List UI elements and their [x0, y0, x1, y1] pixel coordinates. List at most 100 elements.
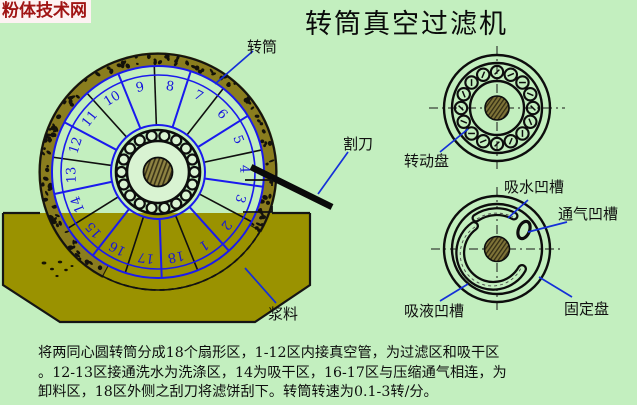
label-water-groove: 吸水凹槽	[504, 178, 565, 196]
cake-speckle	[257, 119, 261, 123]
disc-bolt-mark	[528, 118, 533, 126]
leader-drum	[214, 50, 254, 85]
sector-divider	[67, 196, 119, 229]
drum-sectors	[52, 66, 264, 278]
cake-speckle	[48, 128, 52, 131]
sector-divider	[188, 206, 230, 252]
disc-bolt-mark	[460, 119, 468, 124]
cake-speckle	[263, 144, 267, 148]
cake-speckle	[52, 217, 57, 223]
sector-divider	[197, 114, 249, 148]
hub-bearing-ball	[186, 153, 199, 166]
sector-number: 12	[67, 135, 86, 155]
cake-speckle	[261, 129, 266, 134]
hub-bearing-ball	[123, 189, 137, 202]
disc-bolt	[515, 75, 530, 90]
hub-bearing-ball	[179, 142, 193, 155]
cake-speckle	[72, 239, 75, 245]
disc-bolt-mark	[508, 137, 513, 145]
sector-divider	[174, 215, 199, 271]
cake-speckle	[226, 82, 231, 86]
leader-air-groove	[527, 221, 568, 233]
cake-speckle	[67, 96, 74, 100]
hub-bearing-ball	[188, 165, 201, 179]
cake-speckle	[254, 226, 259, 230]
sector-divider	[117, 73, 142, 129]
page-title: 转筒真空过滤机	[305, 9, 508, 40]
cake-speckle	[41, 183, 45, 187]
cake-speckle	[153, 58, 157, 62]
cake-speckle	[200, 68, 205, 73]
label-blade: 割刀	[343, 135, 374, 153]
cake-speckle	[44, 190, 49, 196]
cake-speckle	[116, 63, 122, 68]
disc-bolt-mark	[458, 105, 464, 111]
hub-bearing-ball	[179, 189, 193, 202]
hub-bearing-ball	[145, 129, 158, 143]
disc-bolt	[503, 67, 519, 82]
cake-speckle	[50, 132, 56, 138]
leader-water-groove	[507, 199, 529, 219]
leader-liquid-groove	[439, 283, 469, 302]
site-watermark: 粉体技术网	[0, 0, 91, 23]
disc-bolt	[515, 126, 530, 141]
cake-speckle	[209, 68, 214, 74]
cake-speckle	[243, 97, 249, 103]
sector-divider	[124, 216, 145, 274]
slurry-particles	[41, 260, 74, 278]
leader-slurry	[244, 267, 277, 304]
cake-speckle	[125, 63, 131, 69]
hub-bearing-ball	[145, 201, 158, 215]
cake-speckle	[46, 150, 52, 155]
disc-bolt	[523, 86, 538, 102]
cake-speckle	[74, 252, 81, 258]
cake-speckle	[47, 137, 53, 143]
disc-bolt	[503, 134, 519, 149]
cake-speckle	[56, 114, 62, 120]
disc-bolt	[489, 136, 505, 152]
disc-bolt-mark	[479, 139, 487, 144]
cake-speckle	[69, 246, 75, 250]
sector-divider	[91, 208, 130, 257]
disc-bolt-mark	[494, 69, 500, 75]
disc-bolt	[456, 86, 471, 102]
cake-speckle	[46, 164, 49, 168]
sector-divider	[153, 66, 158, 126]
drum-outer-dashed	[102, 230, 261, 291]
cake-speckle	[97, 265, 103, 271]
label-fixed-disc: 固定盘	[564, 300, 610, 318]
disc-bolt	[489, 64, 505, 80]
sector-divider	[86, 92, 128, 138]
disc-bolt-mark	[526, 92, 534, 97]
cake-speckle	[42, 176, 49, 181]
cake-speckle	[54, 214, 60, 218]
sector-divider	[199, 193, 252, 223]
cake-speckle	[75, 94, 80, 99]
cake-speckle	[174, 58, 179, 64]
label-rotating-disc: 转动盘	[404, 152, 450, 170]
sector-divider	[186, 87, 224, 136]
cake-speckle	[88, 260, 93, 265]
cake-speckle	[194, 65, 200, 71]
cake-speckle	[45, 167, 50, 173]
cake-speckle	[185, 60, 190, 66]
disc-bolt	[525, 100, 541, 116]
drum-hub	[114, 128, 202, 216]
sector-number: 18	[166, 247, 185, 265]
disc-bolt	[464, 126, 479, 141]
cake-speckle	[164, 54, 170, 59]
disc-bolt	[475, 67, 491, 82]
hub-bearing-ball	[133, 197, 146, 210]
hub-bearing-ball	[117, 153, 130, 166]
disc-bolt	[456, 114, 471, 130]
disc-bolt	[475, 134, 491, 149]
sector-divider	[63, 121, 117, 151]
cake-speckle	[267, 140, 273, 146]
drum-support-marks	[243, 179, 273, 213]
hub-bearing-ball	[186, 178, 199, 191]
cake-speckle	[109, 68, 114, 75]
hub-bearing-ball	[158, 201, 171, 215]
disc-bolt-ring	[453, 64, 541, 152]
cake-speckle	[84, 259, 90, 264]
